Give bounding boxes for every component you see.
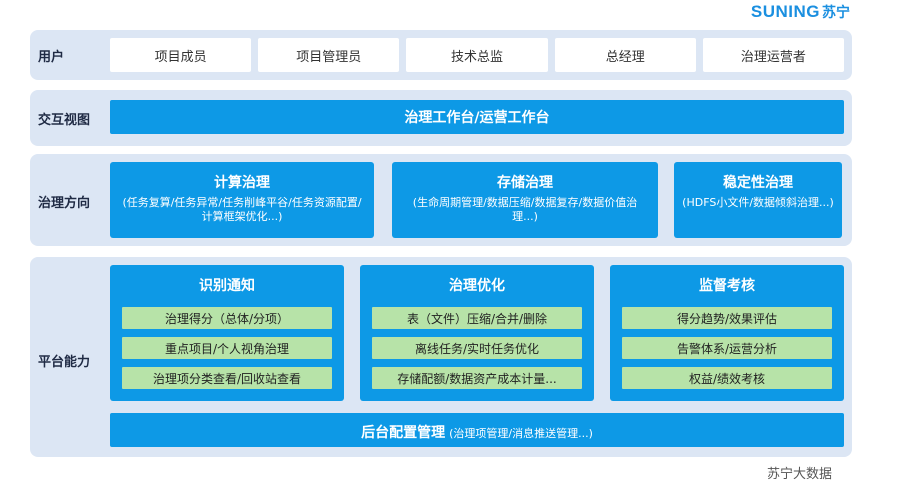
brand-en: SUNING	[750, 2, 820, 21]
storage-governance-box: 存储治理 (生命周期管理/数据压缩/数据复存/数据价值治理...)	[392, 162, 658, 238]
backend-config-bar: 后台配置管理 (治理项管理/消息推送管理...)	[110, 413, 844, 447]
governance-optimize-title: 治理优化	[449, 278, 505, 294]
user-role-project-member: 项目成员	[110, 38, 252, 72]
storage-governance-title: 存储治理	[497, 175, 553, 191]
backend-config-title: 后台配置管理	[361, 425, 446, 441]
capability-item: 告警体系/运营分析	[622, 337, 832, 359]
capability-item: 权益/绩效考核	[622, 367, 832, 389]
compute-governance-desc: (任务复算/任务异常/任务削峰平谷/任务资源配置/计算框架优化...)	[122, 196, 362, 223]
footer-caption: 苏宁大数据	[766, 467, 832, 482]
user-role-project-admin: 项目管理员	[258, 38, 400, 72]
workbench-bar: 治理工作台/运营工作台	[110, 100, 844, 134]
users-layer-label: 用户	[38, 50, 65, 65]
supervise-assess-box: 监督考核 得分趋势/效果评估 告警体系/运营分析 权益/绩效考核	[610, 265, 844, 401]
compute-governance-box: 计算治理 (任务复算/任务异常/任务削峰平谷/任务资源配置/计算框架优化...)	[110, 162, 374, 238]
identify-notify-title: 识别通知	[199, 278, 255, 294]
backend-config-desc: (治理项管理/消息推送管理...)	[449, 427, 593, 440]
stability-governance-title: 稳定性治理	[723, 175, 793, 191]
direction-layer: 治理方向 计算治理 (任务复算/任务异常/任务削峰平谷/任务资源配置/计算框架优…	[30, 154, 852, 246]
users-layer: 用户 项目成员 项目管理员 技术总监 总经理 治理运营者	[30, 30, 852, 80]
compute-governance-title: 计算治理	[214, 175, 270, 191]
platform-layer-label: 平台能力	[38, 355, 91, 370]
capability-item: 存储配额/数据资产成本计量...	[372, 367, 582, 389]
view-layer: 交互视图 治理工作台/运营工作台	[30, 90, 852, 146]
platform-layer: 平台能力 识别通知 治理得分（总体/分项） 重点项目/个人视角治理 治理项分类查…	[30, 257, 852, 457]
capability-item: 治理项分类查看/回收站查看	[122, 367, 332, 389]
user-role-governance-operator: 治理运营者	[702, 38, 845, 72]
capability-item: 离线任务/实时任务优化	[372, 337, 582, 359]
view-layer-label: 交互视图	[38, 113, 91, 128]
governance-optimize-box: 治理优化 表（文件）压缩/合并/删除 离线任务/实时任务优化 存储配额/数据资产…	[360, 265, 594, 401]
stability-governance-box: 稳定性治理 (HDFS小文件/数据倾斜治理...)	[674, 162, 842, 238]
capability-item: 得分趋势/效果评估	[622, 307, 832, 329]
capability-item: 表（文件）压缩/合并/删除	[372, 307, 582, 329]
stability-governance-desc: (HDFS小文件/数据倾斜治理...)	[682, 196, 834, 209]
brand-cn: 苏宁	[822, 5, 850, 21]
user-role-tech-director: 技术总监	[406, 38, 548, 72]
identify-notify-box: 识别通知 治理得分（总体/分项） 重点项目/个人视角治理 治理项分类查看/回收站…	[110, 265, 344, 401]
suning-logo: SUNING 苏宁	[751, 2, 850, 22]
user-role-general-manager: 总经理	[554, 38, 696, 72]
storage-governance-desc: (生命周期管理/数据压缩/数据复存/数据价值治理...)	[412, 196, 638, 223]
direction-layer-label: 治理方向	[38, 196, 91, 211]
capability-item: 重点项目/个人视角治理	[122, 337, 332, 359]
supervise-assess-title: 监督考核	[699, 278, 755, 294]
capability-item: 治理得分（总体/分项）	[122, 307, 332, 329]
user-role-list: 项目成员 项目管理员 技术总监 总经理 治理运营者	[110, 38, 845, 72]
